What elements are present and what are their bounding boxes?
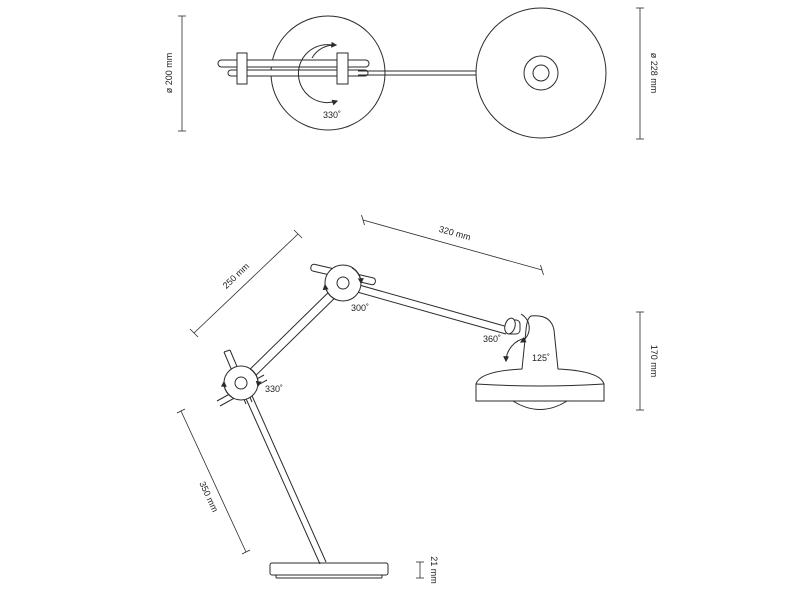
upper-arm-dimension: 250 mm <box>189 229 303 338</box>
shade-arm-dimension: 320 mm <box>361 214 544 276</box>
shade-height-label: 170 mm <box>649 345 659 378</box>
shade-rotation-label: 360˚ <box>483 334 501 344</box>
lower-joint-rotation-label: 330˚ <box>265 384 283 394</box>
lower-joint: 330˚ <box>220 365 283 401</box>
shade-diameter-label: ø 228 mm <box>649 53 659 94</box>
upper-joint-rotation-label: 300˚ <box>351 303 369 313</box>
base-rotation-indicator: 330˚ <box>297 41 341 120</box>
shade-arm-length-label: 320 mm <box>438 224 472 242</box>
shade-tilt-label: 125˚ <box>532 353 550 363</box>
shade-tilt-indicator: 125˚ <box>503 337 550 363</box>
base-diameter-dimension: ø 200 mm <box>164 15 186 132</box>
upper-arm-side <box>238 280 347 387</box>
base-diameter-label: ø 200 mm <box>164 53 174 94</box>
upper-joint: 300˚ <box>322 264 369 313</box>
shade-height-dimension: 170 mm <box>636 311 659 411</box>
side-view: 320 mm 250 mm 350 mm 21 mm <box>176 214 659 584</box>
lower-arm-dimension: 350 mm <box>176 408 251 555</box>
base-height-label: 21 mm <box>429 556 439 584</box>
upper-arm-length-label: 250 mm <box>221 261 251 291</box>
lower-arm-side <box>238 379 327 565</box>
base-plate-side <box>269 562 389 579</box>
base-height-dimension: 21 mm <box>416 556 439 584</box>
shade-side <box>475 315 605 410</box>
lower-arm-length-label: 350 mm <box>197 480 220 514</box>
shade-diameter-dimension: ø 228 mm <box>636 7 659 140</box>
shade-rotation-indicator: 360˚ <box>483 313 530 344</box>
base-rotation-label: 330˚ <box>323 110 341 120</box>
top-view: ø 200 mm 330˚ ø 2 <box>164 7 659 140</box>
